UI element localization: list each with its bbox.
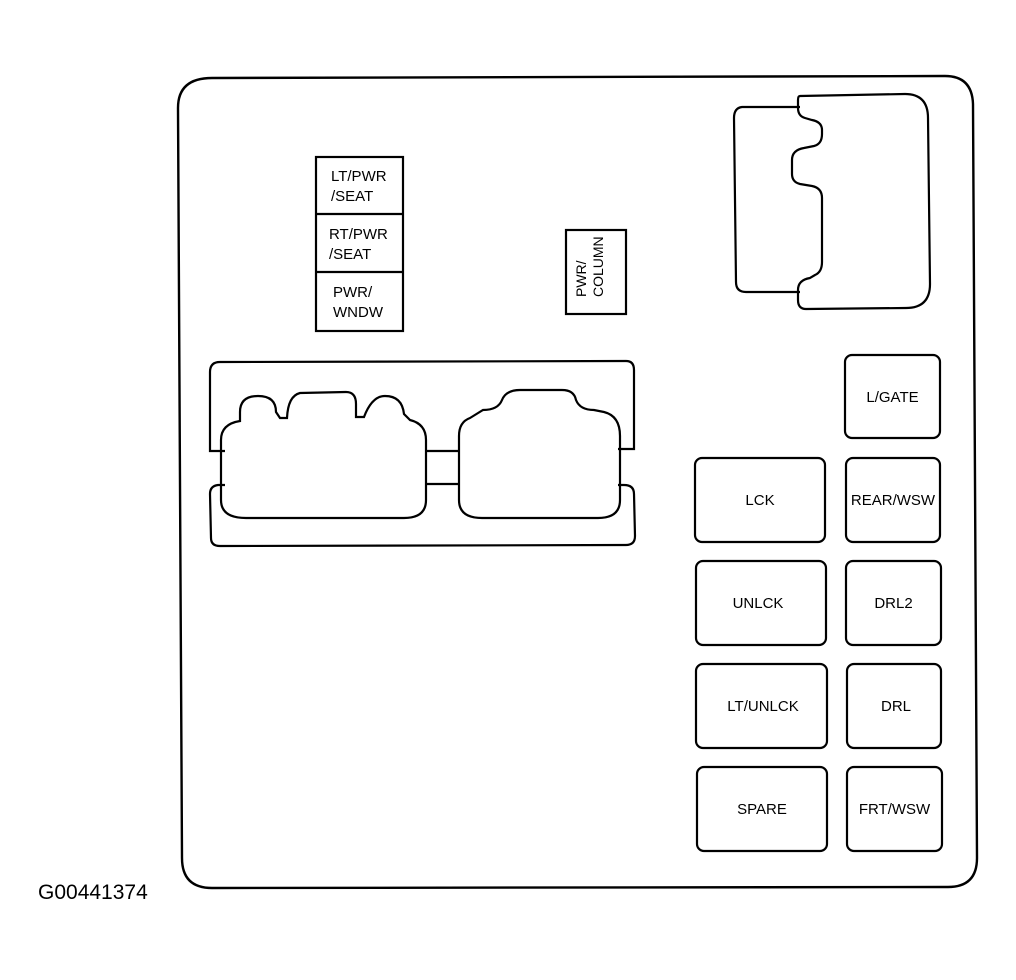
relay-grid: L/GATE LCK REAR/WSW UNLCK DRL2 LT/UNLCK … (693, 353, 944, 853)
relay-drl2 (844, 559, 943, 647)
relay-lck-label: LCK (745, 492, 774, 509)
rt-pwr-seat-label-2: /SEAT (329, 246, 371, 263)
relay-frt-wsw-label: FRT/WSW (859, 801, 931, 818)
relay-spare-label: SPARE (737, 801, 787, 818)
relay-drl2-label: DRL2 (874, 595, 912, 612)
lt-pwr-seat-label-2: /SEAT (331, 188, 373, 205)
relay-rear-wsw-label: REAR/WSW (851, 492, 936, 509)
pwr-wndw-label-2: WNDW (333, 304, 384, 321)
pwr-column-fuse: PWR/ COLUMN (564, 228, 628, 316)
relay-lck (693, 456, 827, 544)
relay-unlck (694, 559, 828, 647)
relay-l-gate-label: L/GATE (866, 389, 918, 406)
relay-lt-unlck-label: LT/UNLCK (727, 698, 798, 715)
relay-spare (695, 765, 829, 853)
relay-unlck-label: UNLCK (733, 595, 784, 612)
relay-frt-wsw (845, 765, 944, 853)
stacked-fuse-column: LT/PWR /SEAT RT/PWR /SEAT PWR/ WNDW (314, 155, 405, 333)
lt-pwr-seat-label-1: LT/PWR (331, 168, 387, 185)
pwr-column-label-2: COLUMN (590, 236, 606, 297)
relay-drl (845, 662, 943, 750)
top-right-connector (732, 92, 932, 311)
relay-lt-unlck (694, 662, 829, 750)
relay-drl-label: DRL (881, 698, 911, 715)
relay-l-gate (843, 353, 942, 440)
dual-connector (208, 359, 637, 548)
pwr-column-label-1: PWR/ (573, 260, 589, 297)
fuse-block-housing (176, 74, 979, 890)
relay-rear-wsw (844, 456, 942, 544)
rt-pwr-seat-label-1: RT/PWR (329, 226, 388, 243)
figure-id: G00441374 (38, 881, 148, 904)
pwr-wndw-label-1: PWR/ (333, 284, 373, 301)
